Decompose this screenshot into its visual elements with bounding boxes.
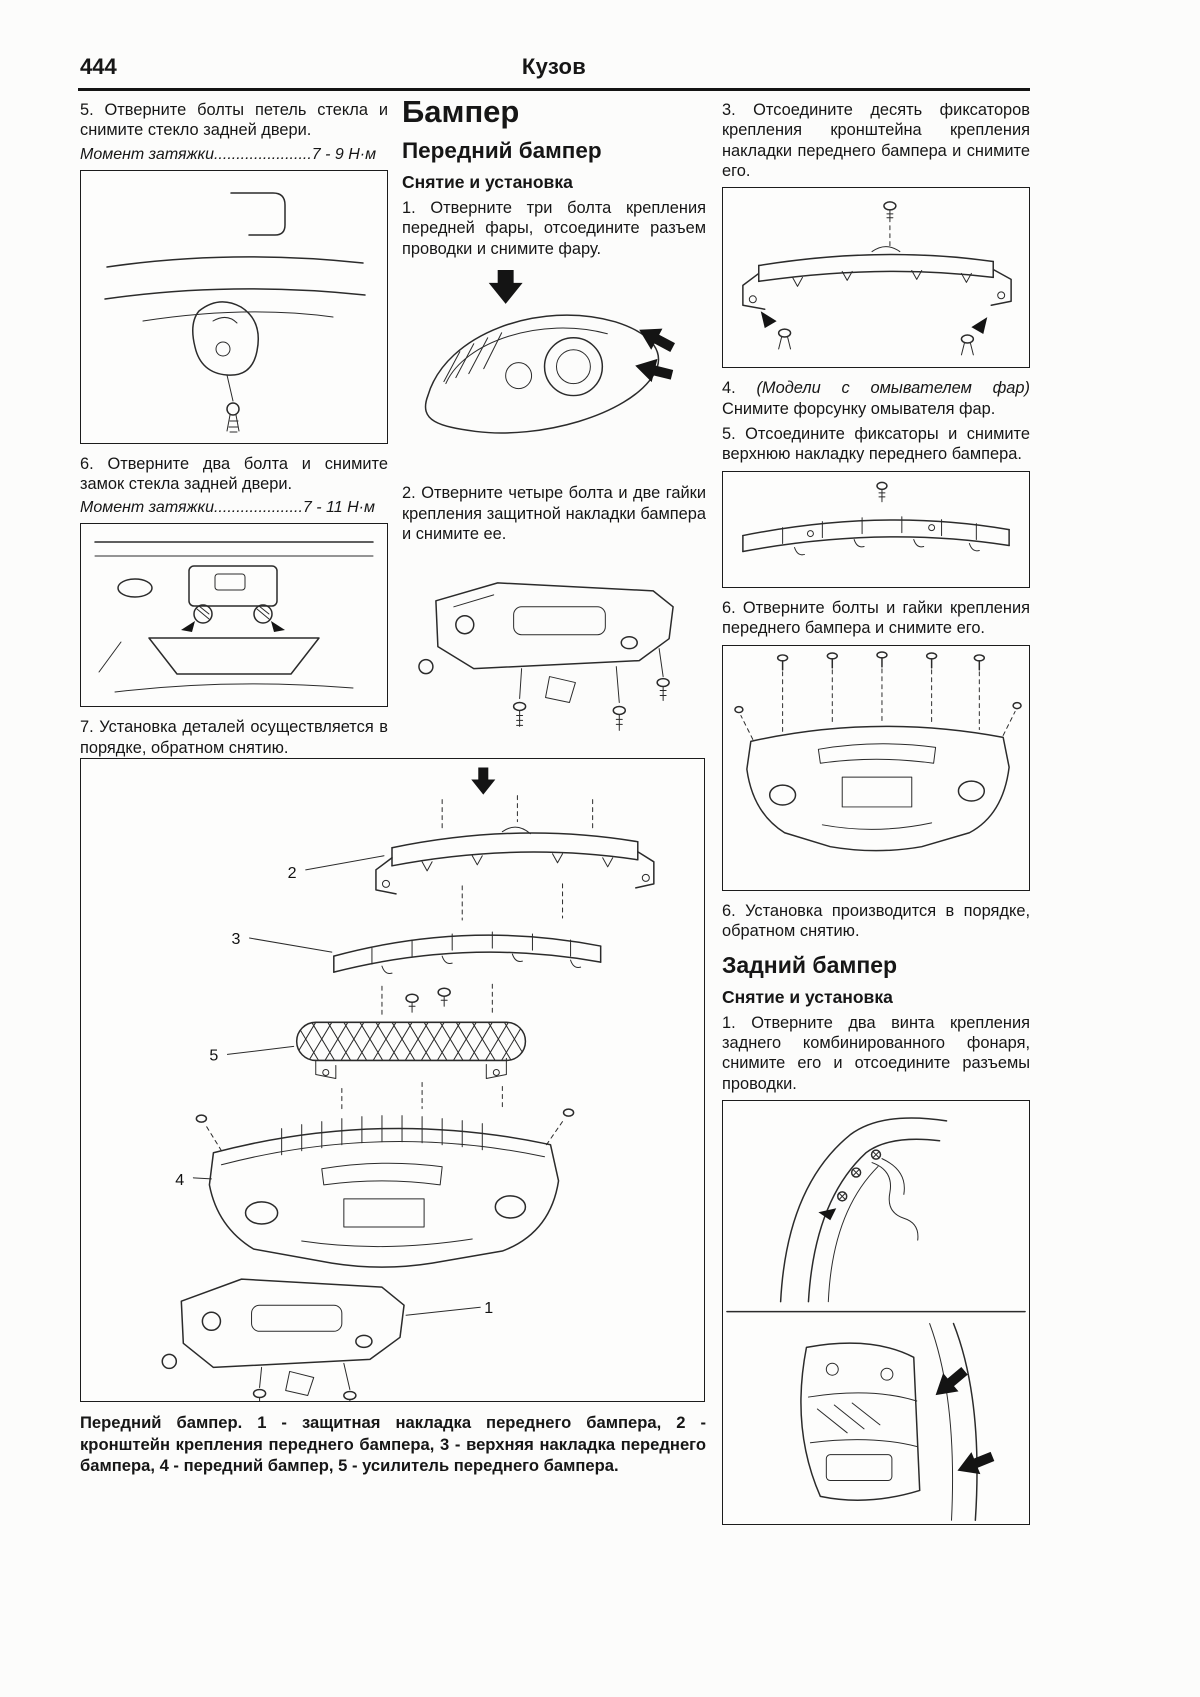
rear-door-step7-text: 7. Установка деталей осуществляется в по… [80,718,388,757]
rear-door-step6-text: 6. Отверните два болта и снимите замок с… [80,454,388,494]
bumper-heading: Бампер [402,94,520,129]
upper-cover-illustration [742,481,1010,555]
torque-note-5: Момент затяжки......................7 - … [80,145,377,163]
front-step3-text: 3. Отсоедините десять фиксаторов креплен… [722,101,1030,181]
exploded-diagram-illustration: 2 3 5 [161,767,655,1401]
diagram-caption: Передний бампер. 1 - защитная накладка п… [80,1413,706,1476]
front-step6-text: 6. Отверните болты и гайки крепления пер… [722,598,1030,638]
tail-lamp-figure [722,1099,1030,1526]
diagram-label-5: 5 [209,1046,218,1064]
diagram-label-3: 3 [231,930,240,948]
bracket-figure [722,187,1030,369]
page-title: Кузов [521,54,587,79]
front-step4-text: 4. (Модели с омывателем фар) Снимите фор… [722,378,1030,419]
bumper-guard-figure [402,549,706,736]
front-step4-prefix: 4. [722,379,757,398]
rear-door-step5-text: 5. Отверните болты петель стекла и сними… [80,101,388,140]
headlight-figure [402,264,706,475]
front-bumper-heading: Передний бампер [402,138,602,163]
glass-lock-illustration [94,541,374,693]
glass-hinge-illustration [104,191,366,433]
diagram-label-2: 2 [288,864,297,882]
left-column: 5. Отверните болты петель стекла и сними… [80,100,388,763]
glass-lock-figure [80,523,388,708]
bracket-illustration [742,201,1012,356]
diagram-label-1: 1 [484,1299,493,1317]
headlight-illustration [424,270,675,434]
middle-column: Бампер Передний бампер Снятие и установк… [402,94,706,745]
front-bumper-figure [722,644,1030,891]
rear-bumper-heading: Задний бампер [722,951,898,978]
page-header: 444 Кузов [78,54,1030,91]
front-step1-text: 1. Отверните три болта крепления передне… [402,199,706,258]
front-step4-note: (Модели с омывателем фар) [756,379,1030,398]
front-step4-rest: Снимите форсунку омывателя фар. [722,399,996,418]
glass-hinge-figure [80,169,388,444]
front-step5-text: 5. Отсоедините фиксаторы и снимите верхн… [722,424,1030,464]
removal-installation-heading-rear: Снятие и установка [722,986,893,1007]
front-bumper-illustration [734,650,1022,851]
upper-cover-figure [722,470,1030,588]
diagram-label-4: 4 [175,1171,184,1189]
front-step2-text: 2. Отверните четыре болта и две гайки кр… [402,484,706,544]
rear-step1-text: 1. Отверните два винта крепления заднего… [722,1013,1030,1093]
page-number: 444 [80,54,117,79]
bumper-guard-illustration [418,582,674,732]
torque-note-6: Момент затяжки....................7 - 11… [80,499,375,517]
right-column: 3. Отсоедините десять фиксаторов креплен… [722,100,1030,1535]
tail-lamp-illustration [726,1117,1026,1521]
removal-installation-heading: Снятие и установка [402,172,573,192]
installation-note-text: 6. Установка производится в порядке, обр… [722,901,1030,941]
exploded-diagram-figure: 2 3 5 [80,758,705,1402]
